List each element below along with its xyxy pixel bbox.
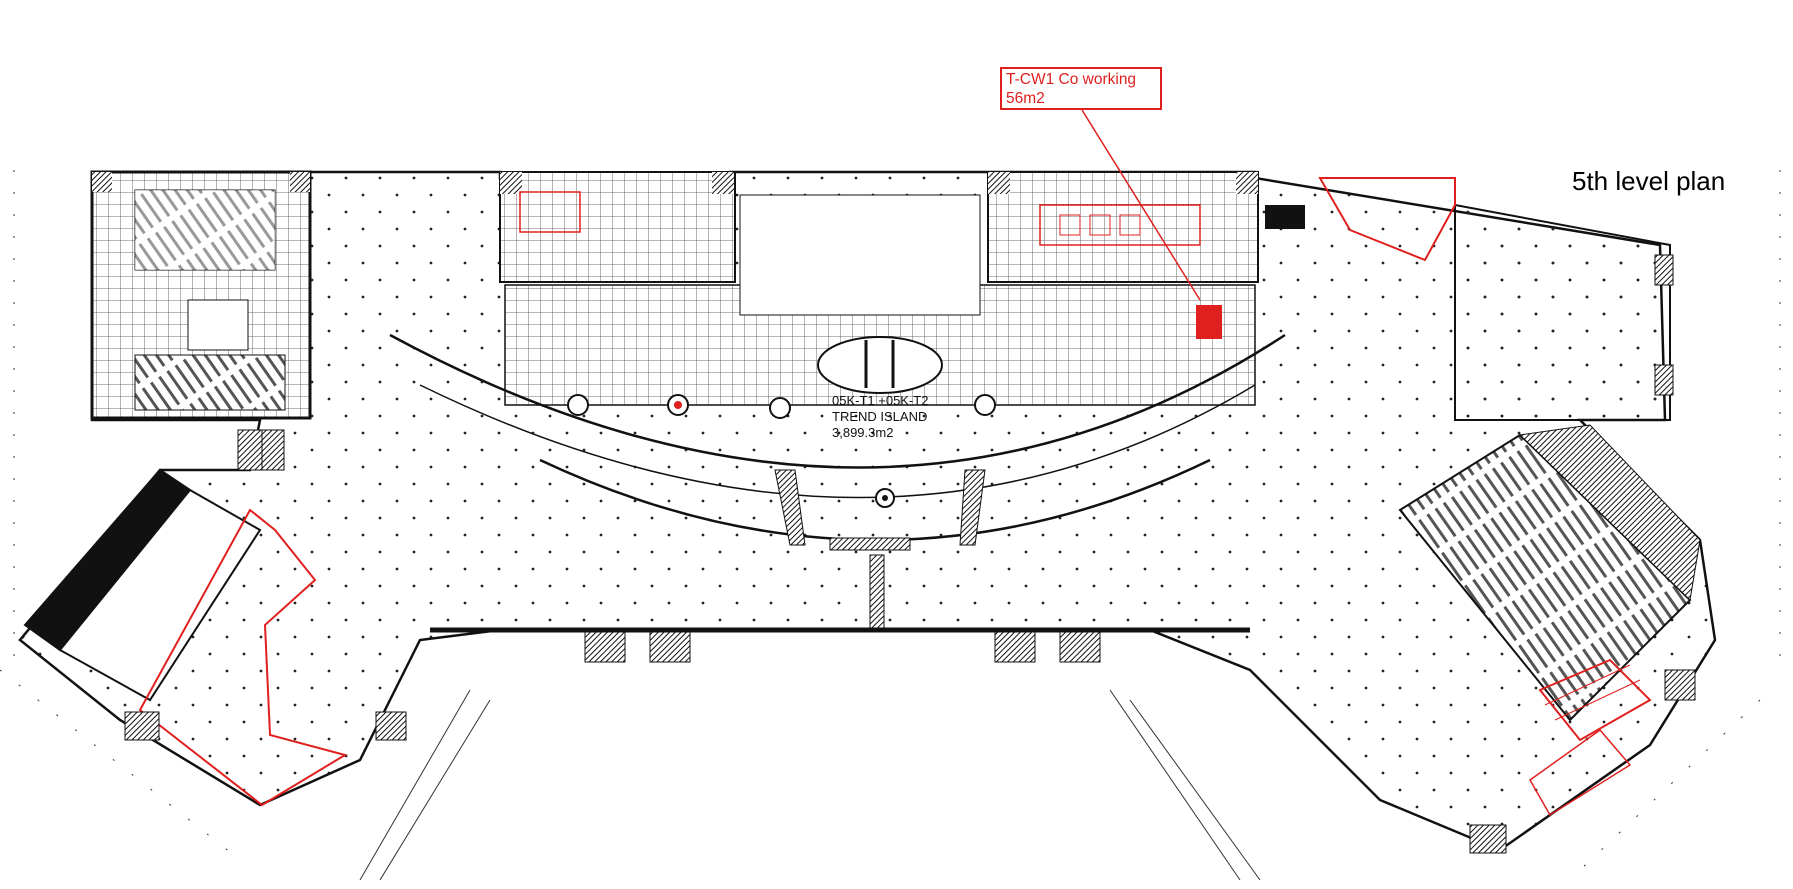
callout-area-label: 56m2	[1006, 90, 1045, 107]
top-core-rooms	[499, 171, 1259, 283]
island-area-label: 3,899.3m2	[832, 425, 894, 440]
coworking-callout: T-CW1 Co working 56m2	[1000, 67, 1162, 110]
red-tenancy-left	[138, 508, 348, 807]
parking-lines	[359, 689, 1261, 881]
callout-leader-line	[1081, 109, 1201, 301]
atriums	[567, 394, 996, 508]
supermarket-block	[90, 170, 312, 420]
hypermarket-block	[1398, 424, 1701, 854]
central-shop-cluster	[504, 194, 1256, 406]
island-name-label: TREND ISLAND	[832, 409, 928, 424]
cinema-block	[23, 429, 285, 702]
right-upper-block	[1265, 177, 1674, 421]
bottom-stair-cores	[430, 554, 1250, 663]
plan-title: 5th level plan	[1572, 166, 1726, 196]
mall-corridor	[389, 333, 1286, 469]
island-unit-label: 05K-T1 +05K-T2	[832, 393, 929, 408]
trend-island-label: 05K-T1 +05K-T2 TREND ISLAND 3,899.3m2	[832, 393, 928, 441]
escalators	[774, 469, 986, 551]
callout-unit-label: T-CW1 Co working	[1006, 71, 1137, 88]
